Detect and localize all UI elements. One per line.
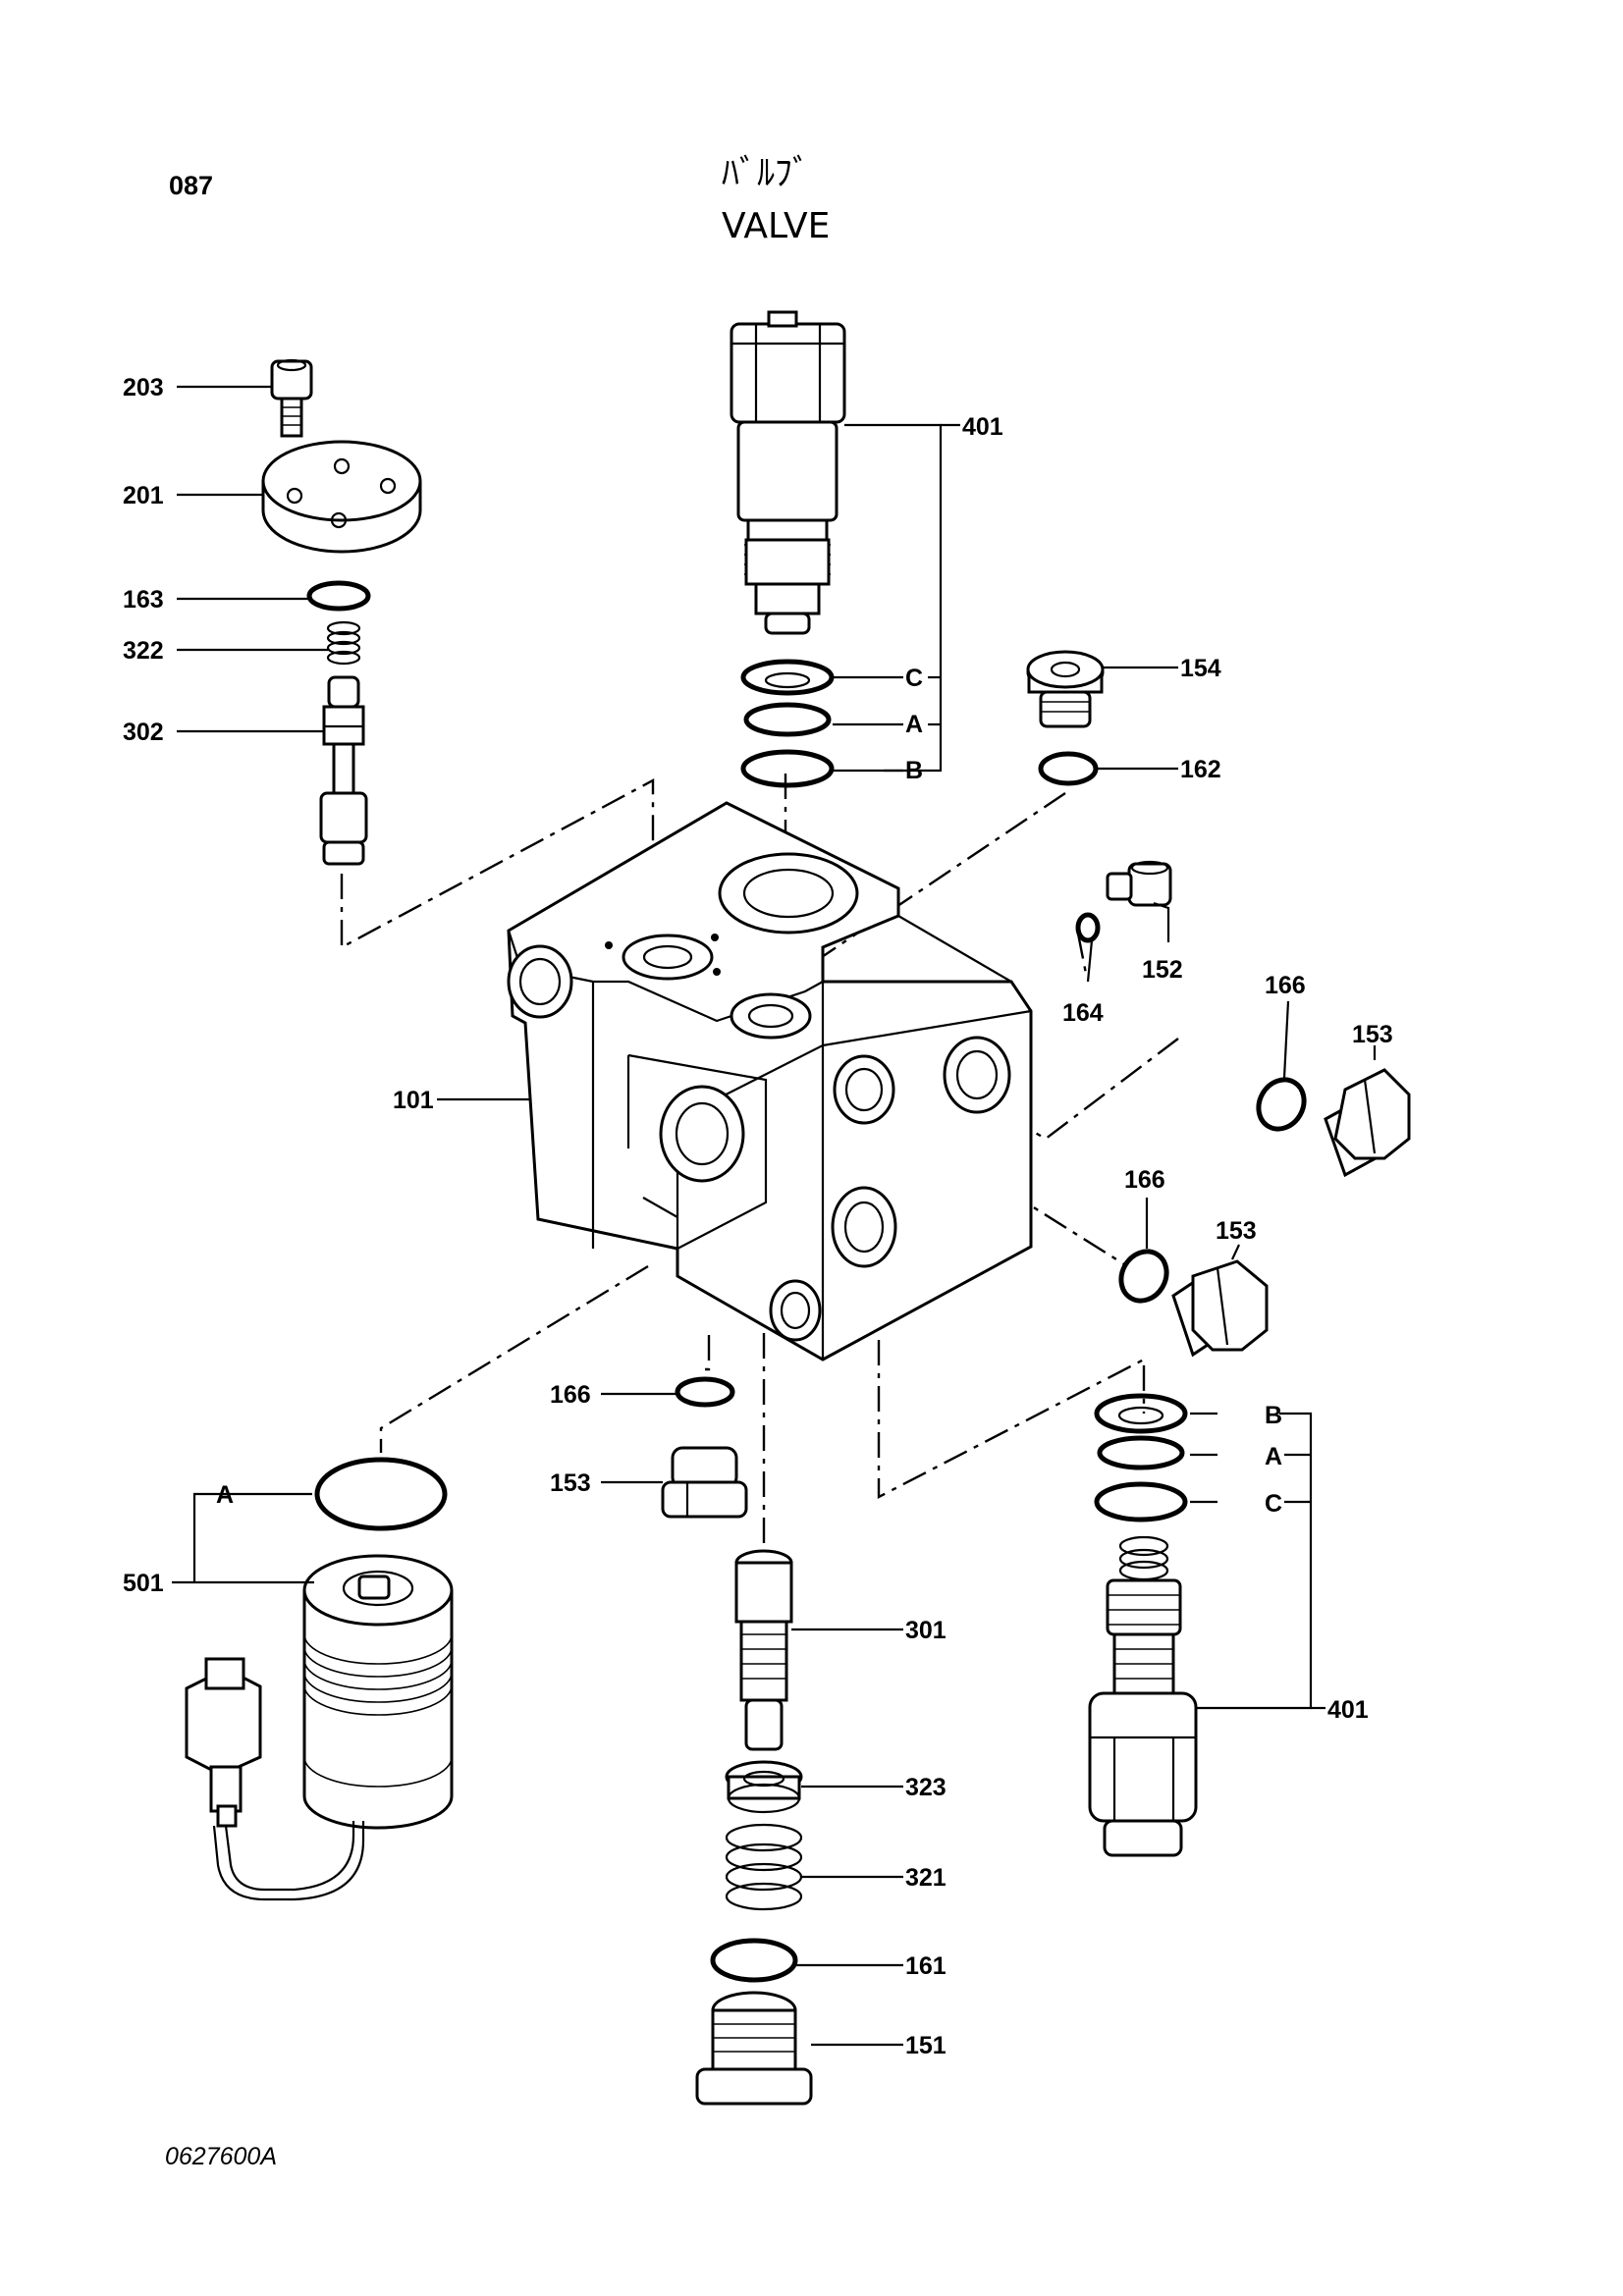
- plug-151: [695, 1991, 813, 2106]
- o-ring-163: [306, 580, 371, 612]
- callout-322: 322: [123, 637, 164, 665]
- callout-166-lower: 166: [550, 1381, 591, 1409]
- o-ring-166-right-2: [1118, 1249, 1169, 1304]
- plug-153-right-1: [1324, 1068, 1411, 1178]
- callout-302: 302: [123, 719, 164, 746]
- callout-163: 163: [123, 586, 164, 614]
- spool-302: [319, 675, 368, 866]
- callout-321: 321: [905, 1864, 947, 1892]
- callout-162: 162: [1180, 756, 1221, 783]
- callout-323: 323: [905, 1774, 947, 1801]
- o-ring-166-lower: [675, 1376, 735, 1408]
- callout-501: 501: [123, 1570, 164, 1597]
- drawing-number: 0627600A: [165, 2143, 277, 2170]
- valve-body-101: [507, 801, 1033, 1362]
- title-english: VALVE: [722, 206, 830, 246]
- o-ring-161: [710, 1938, 798, 1983]
- plug-152: [1106, 860, 1172, 907]
- bracket-501: [192, 1492, 312, 1582]
- o-ring-162: [1038, 751, 1099, 786]
- sub-label-c-bottom: C: [1265, 1490, 1282, 1518]
- callout-301: 301: [905, 1617, 947, 1644]
- callout-401-bottom: 401: [1327, 1696, 1369, 1724]
- callout-153-right-1: 153: [1352, 1021, 1393, 1048]
- spring-322: [326, 620, 361, 666]
- solenoid-501: [185, 1554, 454, 1901]
- callout-166-right-2: 166: [1124, 1166, 1165, 1194]
- callout-164: 164: [1062, 999, 1104, 1027]
- sub-label-a-bottom: A: [1265, 1443, 1282, 1470]
- o-ring-164: [1075, 912, 1101, 943]
- callout-101: 101: [393, 1087, 434, 1114]
- title-japanese: ﾊﾞﾙﾌﾞ: [722, 153, 810, 193]
- o-ring-a-solenoid: [314, 1457, 448, 1531]
- cover-201: [261, 440, 422, 554]
- sub-label-b-bottom: B: [1265, 1402, 1282, 1429]
- callout-203: 203: [123, 374, 164, 401]
- callout-153-lower: 153: [550, 1469, 591, 1497]
- sub-label-a-top: A: [905, 711, 923, 738]
- callout-151: 151: [905, 2032, 947, 2059]
- leader-lines: [177, 385, 1377, 2047]
- sub-label-a-solenoid: A: [216, 1481, 234, 1509]
- bracket-401-top: [844, 423, 943, 773]
- cartridge-401-top: [730, 310, 846, 788]
- cartridge-401-bottom: [1088, 1393, 1198, 1857]
- sub-label-b-top: B: [905, 757, 923, 784]
- callout-153-right-2: 153: [1216, 1217, 1257, 1245]
- plug-154: [1026, 650, 1105, 728]
- plug-153-lower: [661, 1446, 748, 1519]
- callout-152: 152: [1142, 956, 1183, 984]
- plug-153-right-2: [1171, 1259, 1269, 1358]
- page-number: 087: [169, 171, 213, 200]
- callout-154: 154: [1180, 655, 1221, 682]
- screw-203: [270, 358, 313, 438]
- callout-161: 161: [905, 1952, 947, 1980]
- callout-166-right-1: 166: [1265, 972, 1306, 999]
- callout-201: 201: [123, 482, 164, 509]
- sub-label-c-top: C: [905, 665, 923, 692]
- seat-323: [725, 1760, 803, 1814]
- callout-401-top: 401: [962, 413, 1003, 441]
- bracket-401-bottom: [1196, 1412, 1313, 1710]
- spring-321: [725, 1823, 803, 1911]
- o-ring-166-right-1: [1256, 1077, 1307, 1132]
- poppet-301: [734, 1549, 793, 1751]
